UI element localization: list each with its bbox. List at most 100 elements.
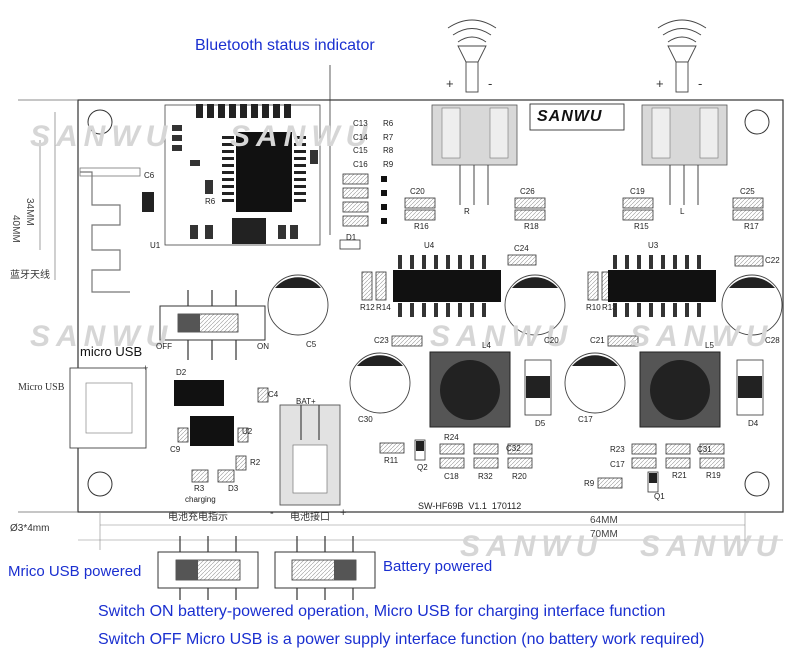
- micro-usb-annotation: micro USB: [80, 344, 143, 359]
- designator: R20: [512, 472, 527, 481]
- designator: R15: [634, 222, 649, 231]
- speaker-l-plus: +: [656, 76, 664, 91]
- bat-plus-label: BAT+: [296, 397, 316, 406]
- designator: R7: [383, 133, 394, 142]
- amp-ic-u4: [393, 270, 501, 302]
- designator: R6: [383, 119, 394, 128]
- designator: D3: [228, 484, 239, 493]
- watermark-brand: SANWU: [640, 530, 784, 563]
- designator: R13: [602, 303, 617, 312]
- designator: C17: [578, 415, 593, 424]
- designator: D2: [176, 368, 187, 377]
- designator: C30: [358, 415, 373, 424]
- dim-width-outer: 70MM: [590, 529, 618, 540]
- amp-ic-u3: [608, 270, 716, 302]
- designator: R8: [383, 146, 394, 155]
- switch-usb-powered: [157, 536, 259, 600]
- watermark-brand: SANWU: [30, 120, 174, 153]
- designator: R9: [383, 160, 394, 169]
- designator: Q2: [417, 463, 428, 472]
- designator: C19: [630, 187, 645, 196]
- mount-hole-tr: [744, 109, 770, 135]
- usb-powered-label: Mrico USB powered: [8, 563, 142, 580]
- designator: C17: [610, 460, 625, 469]
- designator: C9: [170, 445, 181, 454]
- charge-indicator-label: 电池充电指示: [168, 512, 228, 523]
- designator: R3: [194, 484, 205, 493]
- watermark-brand: SANWU: [230, 120, 374, 153]
- bt-chip: [236, 132, 292, 212]
- mount-hole-bl: [87, 471, 113, 497]
- mount-hole-tl: [87, 109, 113, 135]
- board-model: SW-HF69B V1.1 170112: [418, 501, 522, 511]
- designator: R10: [586, 303, 601, 312]
- designator: C21: [590, 336, 605, 345]
- dim-width-inner: 64MM: [590, 515, 618, 526]
- designator: R19: [706, 471, 721, 480]
- dim-height-inner: 34MM: [24, 198, 35, 226]
- speaker-r-minus: -: [488, 76, 493, 91]
- antenna-label: 蓝牙天线: [10, 270, 50, 281]
- designator: R6: [205, 197, 216, 206]
- channel-r-label: R: [464, 207, 470, 216]
- switch-on-label: ON: [257, 342, 269, 351]
- designator: C31: [697, 445, 712, 454]
- usb-plus: +: [143, 363, 149, 373]
- designator: U1: [150, 241, 161, 250]
- battery-powered-label: Battery powered: [383, 558, 493, 575]
- designator: R18: [524, 222, 539, 231]
- brand-logo-box: [529, 103, 625, 131]
- speaker-right: [447, 19, 497, 93]
- designator: R12: [360, 303, 375, 312]
- designator: C23: [374, 336, 389, 345]
- switch-off-note: Switch OFF Micro USB is a power supply i…: [98, 631, 705, 648]
- designator: R24: [444, 433, 459, 442]
- designator: U4: [424, 241, 435, 250]
- micro-usb-connector: [69, 367, 147, 449]
- designator: C22: [765, 256, 780, 265]
- bt-status-annotation: Bluetooth status indicator: [195, 37, 375, 54]
- speaker-left: [657, 19, 707, 93]
- designator: R2: [250, 458, 261, 467]
- designator: U2: [242, 427, 253, 436]
- designator: R14: [376, 303, 391, 312]
- designator: R21: [672, 471, 687, 480]
- dim-hole: Ø3*4mm: [10, 523, 50, 534]
- designator: D4: [748, 419, 759, 428]
- designator: D5: [535, 419, 546, 428]
- watermark-brand: SANWU: [460, 530, 604, 563]
- brand-logo: SANWU: [537, 108, 603, 125]
- bat-plus: +: [340, 507, 347, 519]
- designator: C25: [740, 187, 755, 196]
- designator: L4: [482, 341, 491, 350]
- designator: C4: [268, 390, 279, 399]
- designator: R32: [478, 472, 493, 481]
- micro-usb-board-label: Micro USB: [18, 382, 65, 393]
- designator: C13: [353, 119, 368, 128]
- watermark-brand: SANWU: [30, 320, 174, 353]
- charging-label: charging: [185, 495, 216, 504]
- switch-off-label: OFF: [156, 342, 172, 351]
- designator: C20: [544, 336, 559, 345]
- designator: C24: [514, 244, 529, 253]
- mount-hole-br: [744, 471, 770, 497]
- designator: C16: [353, 160, 368, 169]
- switch-on-note: Switch ON battery-powered operation, Mic…: [98, 603, 666, 620]
- bat-minus: -: [270, 507, 274, 519]
- designator: C32: [506, 444, 521, 453]
- designator: C5: [306, 340, 317, 349]
- designator: C6: [144, 171, 155, 180]
- speaker-l-minus: -: [698, 76, 703, 91]
- designator: L5: [705, 341, 714, 350]
- channel-l-label: L: [680, 207, 685, 216]
- designator: D1: [346, 233, 357, 242]
- designator: C28: [765, 336, 780, 345]
- designator: R16: [414, 222, 429, 231]
- connector-right: [431, 104, 518, 205]
- dim-height-outer: 40MM: [10, 215, 21, 243]
- designator: R11: [384, 456, 399, 465]
- designator: Q1: [654, 492, 665, 501]
- designator: R23: [610, 445, 625, 454]
- designator: R9: [584, 479, 595, 488]
